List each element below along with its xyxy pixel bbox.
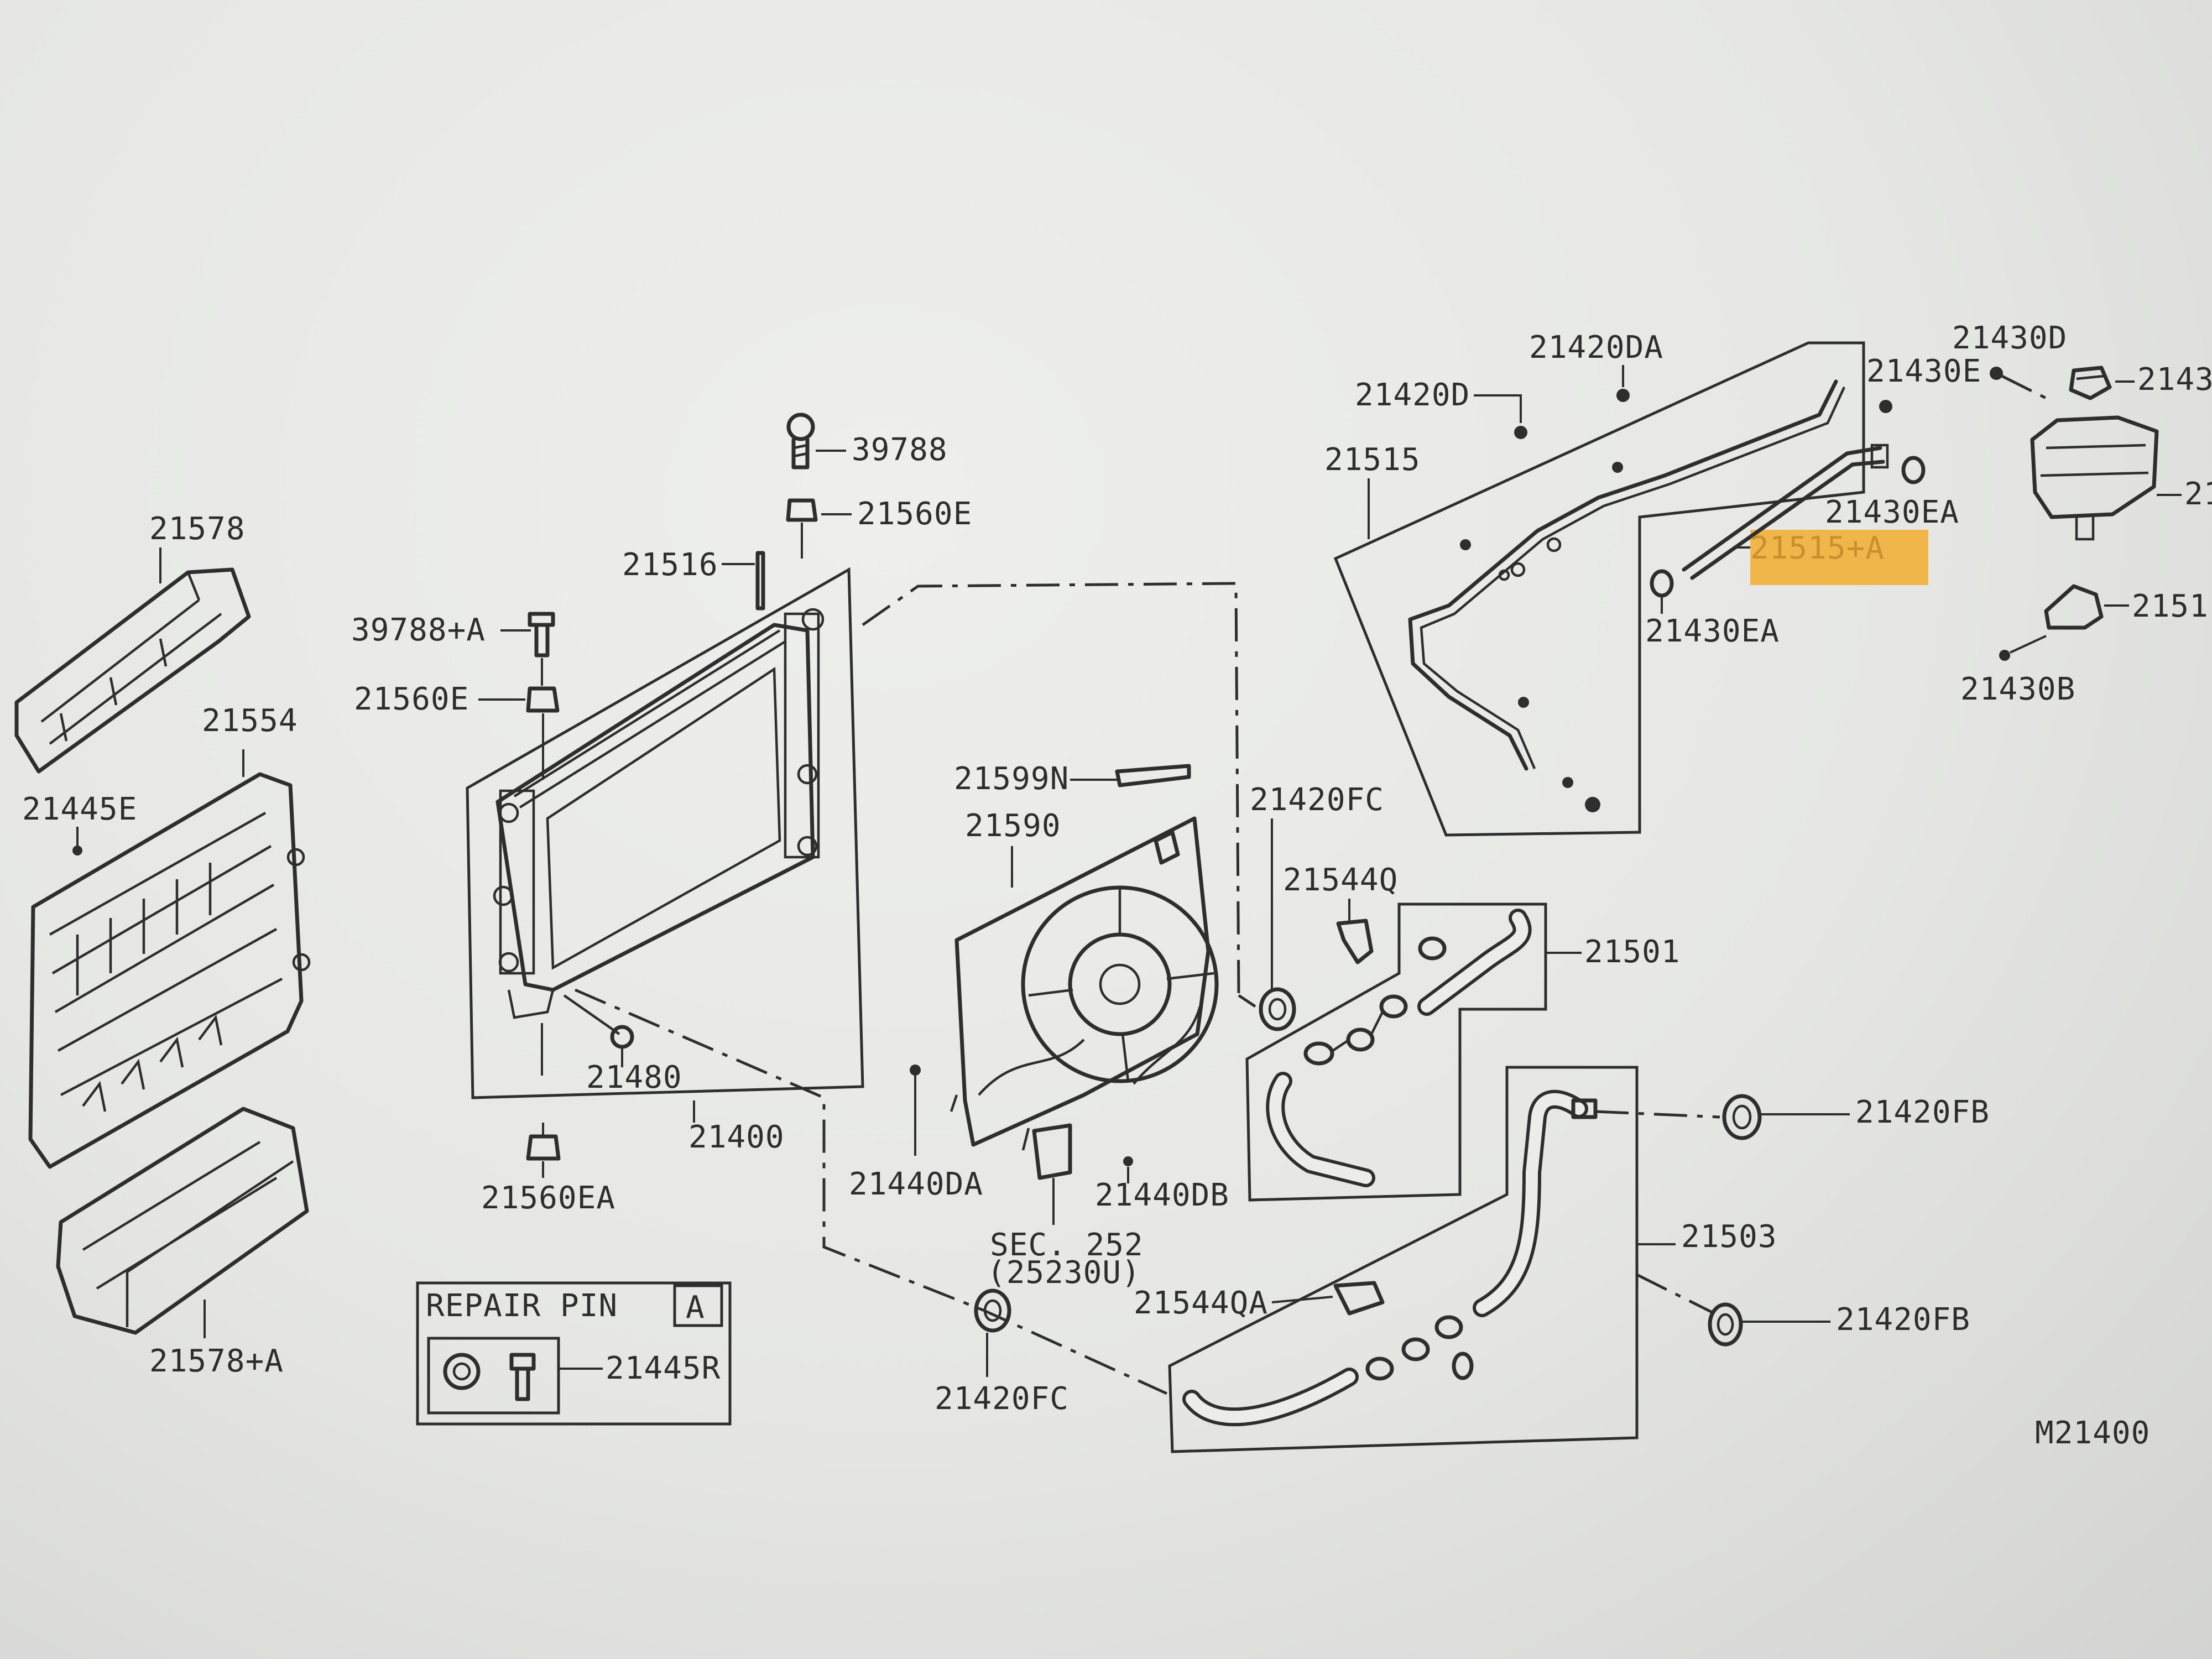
part-21503-lower-hose[interactable] <box>1182 1089 1598 1427</box>
dash-21430d <box>2001 374 2047 400</box>
part-21544q-bracket[interactable] <box>1336 919 1374 964</box>
part-21501-upper-hose[interactable] <box>1266 909 1532 1187</box>
part-21544qa-bracket[interactable] <box>1333 1281 1385 1316</box>
label-21430e[interactable]: 21430E <box>1866 353 1981 389</box>
dash-fc-top <box>1238 994 1256 1008</box>
dash-fb-bottom <box>1636 1273 1715 1315</box>
label-21590[interactable]: 21590 <box>965 808 1061 844</box>
part-21516-pin[interactable] <box>755 551 765 611</box>
part-21420fb-top-clamp[interactable] <box>1722 1094 1762 1140</box>
label-21400[interactable]: 21400 <box>688 1119 785 1155</box>
part-39788-bolt[interactable] <box>786 413 815 469</box>
label-21554[interactable]: 21554 <box>202 703 298 739</box>
label-sec-252[interactable]: SEC. 252 <box>990 1227 1144 1263</box>
part-reservoir-cap[interactable] <box>2069 366 2112 400</box>
label-2151x[interactable]: 2151 <box>2132 588 2209 624</box>
repair-pin-box <box>416 1281 732 1426</box>
label-21515-a[interactable]: 21515+A <box>1750 530 1885 566</box>
part-21420fc-bottom-clamp[interactable] <box>974 1288 1011 1333</box>
part-21515-a-hose[interactable] <box>1682 444 1889 580</box>
repair-pin-title: REPAIR PIN <box>426 1288 618 1324</box>
part-39788-a-bolt[interactable] <box>528 612 555 686</box>
label-21501[interactable]: 21501 <box>1584 934 1681 970</box>
label-21544q[interactable]: 21544Q <box>1283 862 1398 898</box>
dash-radiator-to-hose <box>575 988 1168 1395</box>
label-21440da[interactable]: 21440DA <box>849 1166 983 1202</box>
upper-hose-group-box <box>1245 902 1547 1202</box>
label-21445e[interactable]: 21445E <box>22 791 137 827</box>
label-21420fc-bottom[interactable]: 21420FC <box>935 1381 1069 1417</box>
leader-21544qa <box>1271 1296 1333 1303</box>
dash-radiator-to-fan <box>862 582 1240 996</box>
clip-21430d[interactable] <box>1990 367 2003 380</box>
reservoir-hose-group-box <box>1333 341 1865 837</box>
leader-21430b <box>2010 635 2047 654</box>
label-21560ea[interactable]: 21560EA <box>481 1180 615 1216</box>
part-21560e-mid-grommet[interactable] <box>526 686 560 713</box>
label-21445r[interactable]: 21445R <box>606 1350 721 1386</box>
part-reservoir-tank[interactable] <box>2030 415 2159 541</box>
leader-21420d <box>1474 394 1522 423</box>
label-21578-a[interactable]: 21578+A <box>149 1343 284 1379</box>
label-21560e-top[interactable]: 21560E <box>857 496 972 532</box>
part-21430ea-bottom-clip[interactable] <box>1650 569 1674 598</box>
part-21420fc-top-clamp[interactable] <box>1259 987 1296 1031</box>
label-21430ea-top[interactable]: 21430EA <box>1825 494 1959 530</box>
part-21599n-label-plate[interactable] <box>1115 764 1191 787</box>
part-21560ea-grommet[interactable] <box>526 1134 561 1161</box>
part-21590-fan-shroud[interactable] <box>950 816 1219 1180</box>
label-21560e-mid[interactable]: 21560E <box>354 681 469 717</box>
clip-21440db[interactable] <box>1123 1156 1133 1166</box>
label-21420da[interactable]: 21420DA <box>1529 330 1663 366</box>
part-21420fb-bottom-clamp[interactable] <box>1708 1302 1743 1347</box>
part-21554-drawing[interactable] <box>28 749 311 1169</box>
label-39788-a[interactable]: 39788+A <box>351 612 486 648</box>
highlight-21515-a <box>1750 530 1928 585</box>
label-sec-252-sub[interactable]: (25230U) <box>987 1255 1141 1291</box>
clip-21420da[interactable] <box>1616 389 1630 402</box>
clip-21420d[interactable] <box>1514 426 1527 439</box>
label-21430d[interactable]: 21430D <box>1952 320 2067 356</box>
lower-hose-group-box <box>1168 1066 1639 1453</box>
clip-21445e <box>72 846 82 855</box>
label-21440db[interactable]: 21440DB <box>1095 1177 1229 1213</box>
label-21516[interactable]: 21516 <box>622 547 718 583</box>
label-21503[interactable]: 21503 <box>1681 1219 1777 1255</box>
label-21430b[interactable]: 21430B <box>1960 671 2075 707</box>
label-21480[interactable]: 21480 <box>586 1060 682 1095</box>
clip-21430b[interactable] <box>1999 650 2010 661</box>
diagram-code: M21400 <box>2035 1415 2150 1451</box>
label-21420fb-top[interactable]: 21420FB <box>1855 1094 1990 1130</box>
label-21420fc-top[interactable]: 21420FC <box>1250 782 1384 818</box>
part-reservoir-bracket[interactable] <box>2044 584 2104 630</box>
label-2143x[interactable]: 2143 <box>2137 362 2212 398</box>
label-21599n[interactable]: 21599N <box>954 761 1069 797</box>
repair-pin-tag: A <box>686 1290 705 1326</box>
label-21544qa[interactable]: 21544QA <box>1134 1285 1268 1321</box>
radiator-group-box <box>466 567 864 1099</box>
part-21560e-top-grommet[interactable] <box>786 498 818 559</box>
part-21480-drain-cock[interactable] <box>610 1025 634 1049</box>
label-21420d[interactable]: 21420D <box>1355 377 1470 413</box>
label-21420fb-bottom[interactable]: 21420FB <box>1836 1302 1970 1338</box>
part-21515-reservoir-hose[interactable] <box>1408 379 1846 812</box>
label-21430ea-bottom[interactable]: 21430EA <box>1645 613 1780 649</box>
label-39788[interactable]: 39788 <box>852 432 948 468</box>
clip-21430e[interactable] <box>1879 400 1892 413</box>
part-21430ea-top-clip[interactable] <box>1901 456 1926 484</box>
part-21400-radiator-drawing[interactable] <box>493 608 825 1035</box>
part-21578-a-drawing[interactable] <box>56 1107 309 1338</box>
label-21515[interactable]: 21515 <box>1324 442 1421 478</box>
dash-fb-top <box>1595 1110 1720 1119</box>
label-21578[interactable]: 21578 <box>149 511 246 547</box>
clip-21440da[interactable] <box>910 1065 921 1076</box>
label-215x[interactable]: 215 <box>2184 476 2212 512</box>
part-21578-drawing[interactable] <box>14 547 251 774</box>
